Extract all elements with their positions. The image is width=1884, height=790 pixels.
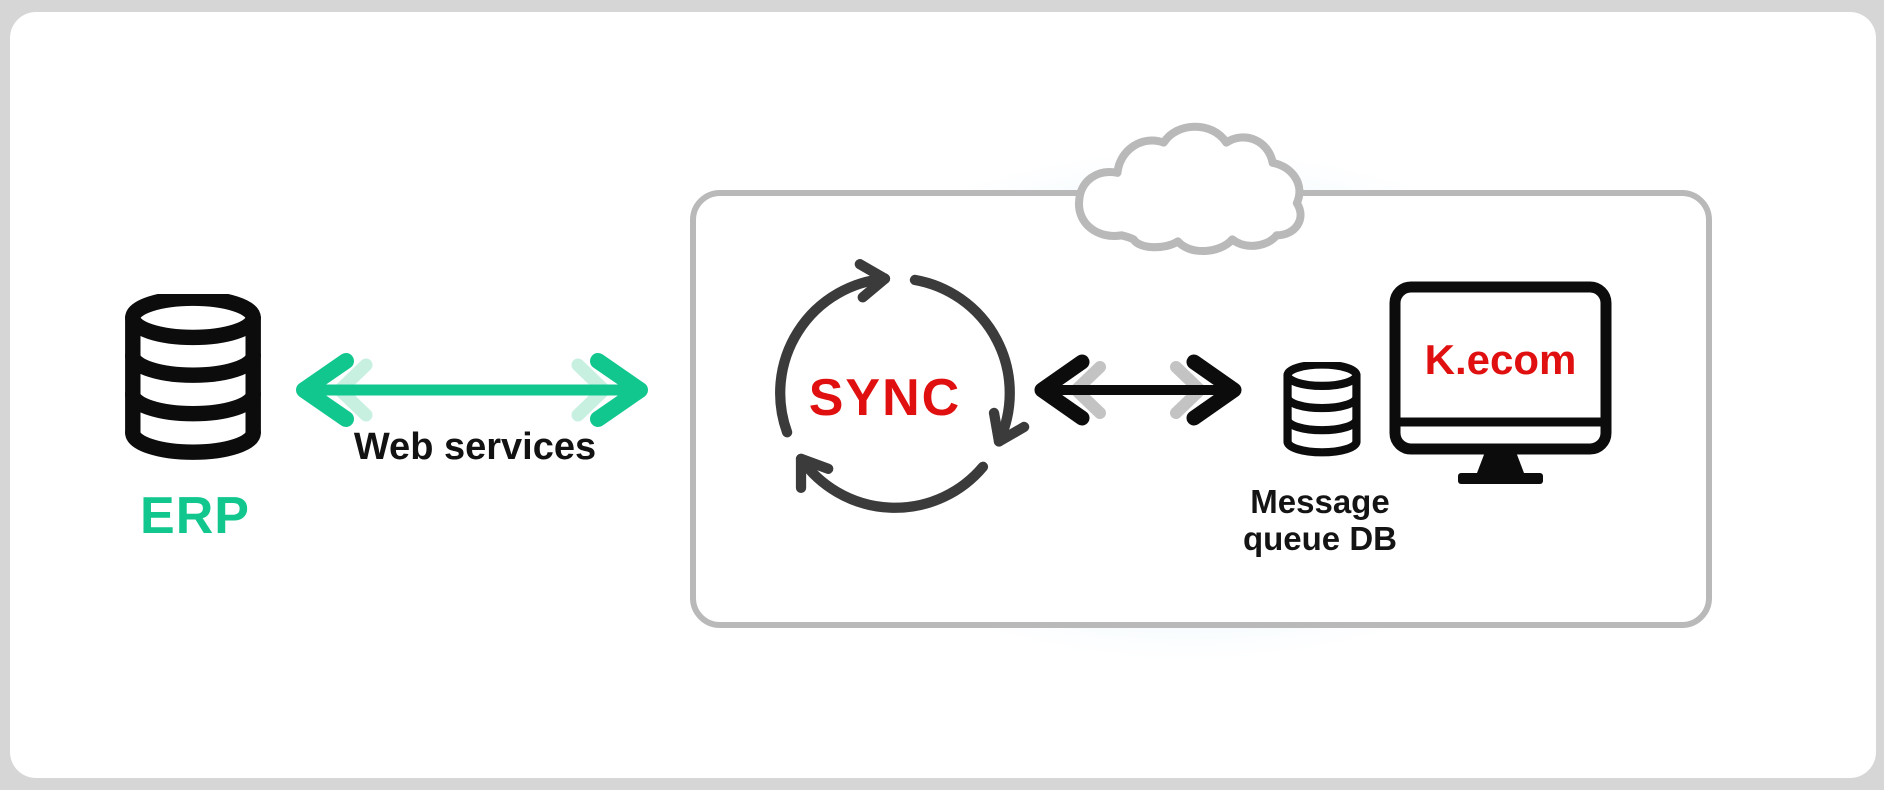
sync-arrows-icon	[775, 259, 1030, 513]
message-queue-db-label-line2: queue DB	[1242, 519, 1397, 557]
web-services-label: Web services	[353, 426, 597, 468]
monitor-icon	[1389, 281, 1612, 484]
sync-label: SYNC	[808, 369, 962, 427]
kecom-label: K.ecom	[1424, 336, 1577, 383]
database-icon	[125, 294, 261, 460]
message-queue-db-label: Message queue DB	[1185, 483, 1455, 558]
monitor-stand	[1477, 452, 1524, 473]
double-arrow-black-icon	[1034, 354, 1242, 426]
message-queue-db-label-line1: Message	[1250, 483, 1390, 520]
double-arrow-green-icon	[296, 353, 648, 427]
database-small-icon	[1283, 362, 1361, 457]
erp-label: ERP	[140, 487, 250, 545]
cloud-icon	[1075, 122, 1305, 256]
monitor-base	[1458, 473, 1543, 484]
monitor-screen	[1389, 281, 1612, 455]
